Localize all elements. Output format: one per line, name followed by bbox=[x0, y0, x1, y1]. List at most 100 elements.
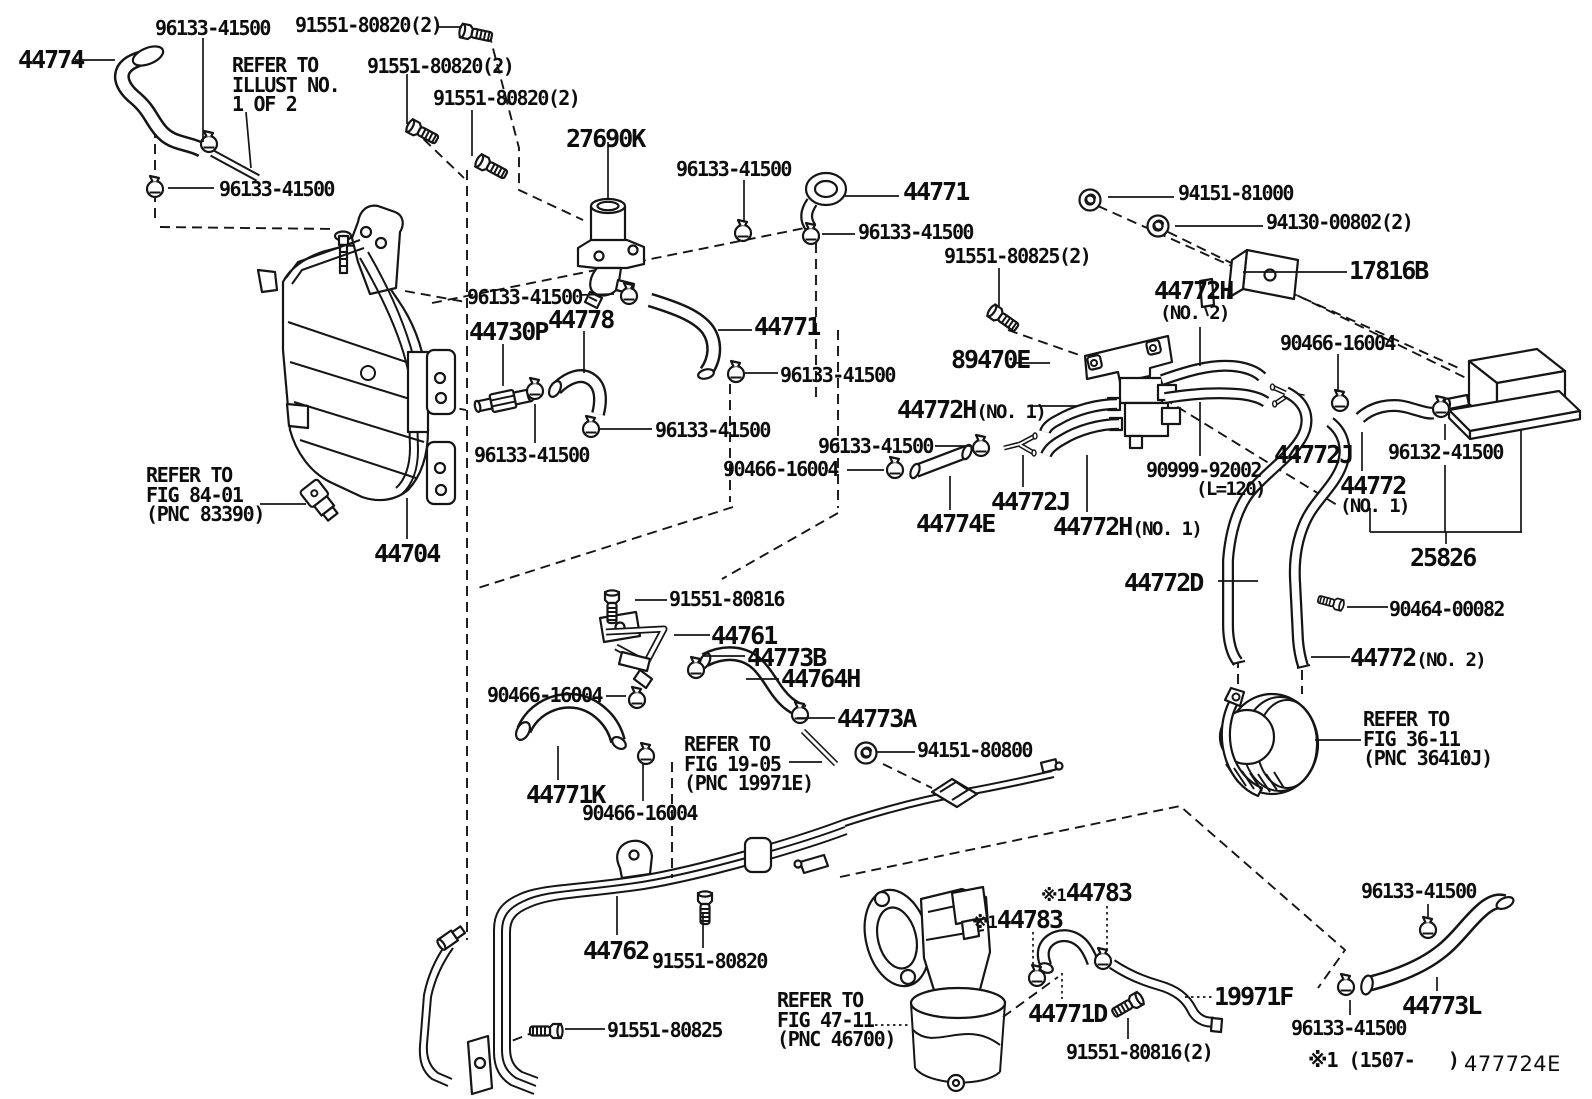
part-number-label: 44773B bbox=[747, 643, 827, 672]
pump-filter-assembly bbox=[863, 885, 1007, 1093]
part-number-label: 96133-41500 bbox=[818, 434, 934, 458]
label-text: (NO. 2) bbox=[1160, 302, 1230, 324]
label-text: 44730P bbox=[469, 317, 549, 346]
grommet-94151-81000 bbox=[1078, 188, 1102, 212]
hose-44772-no2 bbox=[1288, 417, 1351, 669]
part-number-label: 91551-80816 bbox=[669, 587, 785, 611]
label-text: 44773A bbox=[837, 704, 917, 733]
label-variant-suffix: (NO. 1) bbox=[1132, 518, 1202, 540]
grommet-94130-00802 bbox=[1146, 214, 1170, 238]
fitting-90464-00082 bbox=[1315, 592, 1346, 613]
label-text: REFER TO FIG 84-01 (PNC 83390) bbox=[146, 463, 265, 526]
part-number-label: 44772H(NO. 1) bbox=[897, 395, 1047, 424]
tube-assembly-44762 bbox=[418, 728, 1064, 1096]
hoses-44772h-no2 bbox=[1160, 359, 1270, 408]
part-number-label: 25826 bbox=[1410, 543, 1477, 572]
part-number-label: 96133-41500 bbox=[474, 443, 590, 467]
label-text: 44704 bbox=[374, 539, 441, 568]
label-text: 90466-16004 bbox=[723, 457, 839, 481]
part-number-label: 44774 bbox=[18, 45, 85, 74]
part-number-label: 94130-00802(2) bbox=[1266, 210, 1414, 234]
grommet-94151-80800 bbox=[854, 741, 878, 765]
label-text: 96133-41500 bbox=[858, 220, 974, 244]
part-number-label: 96133-41500 bbox=[655, 418, 771, 442]
part-number-label: 91551-80825 bbox=[607, 1018, 723, 1042]
reference-note: REFER TO ILLUST NO. 1 OF 2 bbox=[232, 55, 341, 115]
label-text: 91551-80820(2) bbox=[295, 13, 443, 37]
brake-booster bbox=[1218, 686, 1320, 798]
label-text: 44774E bbox=[916, 509, 996, 538]
label-text: 44771 bbox=[754, 312, 821, 341]
label-text: 477724E bbox=[1464, 1052, 1561, 1076]
part-number-label: ※144783 bbox=[1041, 878, 1133, 907]
reference-note: REFER TO FIG 84-01 (PNC 83390) bbox=[146, 463, 265, 526]
part-number-label: (NO. 1) bbox=[1340, 495, 1410, 517]
part-number-label: 19971F bbox=[1214, 982, 1294, 1011]
label-text: 27690K bbox=[566, 124, 646, 153]
label-text: 96132-41500 bbox=[1388, 440, 1504, 464]
label-text: 94151-81000 bbox=[1178, 181, 1294, 205]
part-number-label: 90466-16004 bbox=[582, 801, 698, 825]
part-number-label: 94151-80800 bbox=[917, 738, 1033, 762]
bolt-91551-80820 bbox=[457, 22, 495, 45]
drawing-number: 477724E bbox=[1464, 1052, 1561, 1076]
part-number-label: ※144783 bbox=[972, 905, 1064, 934]
part-number-label: 44772J bbox=[991, 487, 1071, 516]
label-text: 19971F bbox=[1214, 982, 1294, 1011]
label-text: (L=120) bbox=[1196, 478, 1266, 500]
part-number-label: 91551-80820(2) bbox=[367, 54, 515, 78]
label-text: 44772 bbox=[1350, 643, 1417, 672]
label-text: ※1 (1507- ) bbox=[1308, 1048, 1460, 1072]
pipe-bracket bbox=[930, 777, 979, 809]
label-text: REFER TO FIG 47-11 (PNC 46700) bbox=[777, 988, 896, 1051]
bolt-91551-80825 bbox=[984, 302, 1022, 335]
production-date-footnote: ※1 (1507- ) bbox=[1308, 1048, 1460, 1072]
label-text: 91551-80816 bbox=[669, 587, 785, 611]
hose-44774 bbox=[113, 45, 260, 182]
tube-44761-assembly bbox=[598, 610, 668, 690]
hose-44771-top bbox=[800, 171, 848, 232]
reference-note: REFER TO FIG 47-11 (PNC 46700) bbox=[777, 988, 896, 1051]
label-text: 44772H bbox=[1053, 512, 1133, 541]
part-number-label: 96133-41500 bbox=[1291, 1016, 1407, 1040]
label-text: 90466-16004 bbox=[582, 801, 698, 825]
label-text: 44773L bbox=[1402, 991, 1482, 1020]
dotted-leader-lines bbox=[875, 906, 1214, 1026]
label-text: 44764H bbox=[781, 664, 861, 693]
label-text: 90466-16004 bbox=[487, 683, 603, 707]
label-text: 91551-80820(2) bbox=[367, 54, 515, 78]
label-text: 90999-92002 bbox=[1146, 458, 1262, 482]
label-text: 91551-80816(2) bbox=[1066, 1040, 1214, 1064]
part-number-label: 91551-80816(2) bbox=[1066, 1040, 1214, 1064]
label-text: 44783 bbox=[1065, 878, 1133, 907]
label-text: 96133-41500 bbox=[818, 434, 934, 458]
hose-19971f bbox=[1108, 959, 1224, 1034]
reservoir-tank-44704 bbox=[256, 204, 457, 522]
footnote-marker: ※1 bbox=[972, 913, 998, 933]
vsv-bracket-89470e bbox=[1083, 334, 1174, 384]
pipe-clip bbox=[743, 836, 773, 874]
label-text: REFER TO FIG 36-11 (PNC 36410J) bbox=[1363, 707, 1493, 770]
label-text: 96133-41500 bbox=[655, 418, 771, 442]
part-number-label: 44773A bbox=[837, 704, 917, 733]
hose-44771k bbox=[514, 692, 627, 751]
label-text: 90466-16004 bbox=[1280, 331, 1396, 355]
label-text: 44778 bbox=[548, 305, 615, 334]
part-number-label: 96133-41500 bbox=[1361, 879, 1477, 903]
label-text: 91551-80825(2) bbox=[944, 244, 1092, 268]
part-number-label: 44772J bbox=[1274, 440, 1354, 469]
part-number-label: 44778 bbox=[548, 305, 615, 334]
label-text: 44773B bbox=[747, 643, 827, 672]
part-number-label: 96133-41500 bbox=[858, 220, 974, 244]
part-number-label: 96132-41500 bbox=[1388, 440, 1504, 464]
part-number-label: 17816B bbox=[1349, 256, 1429, 285]
label-text: 44771K bbox=[526, 780, 606, 809]
part-number-label: (NO. 2) bbox=[1160, 302, 1230, 324]
union-fitting-44730p bbox=[473, 388, 535, 414]
label-text: 90464-00082 bbox=[1389, 597, 1505, 621]
label-text: 94151-80800 bbox=[917, 738, 1033, 762]
label-text: 44771D bbox=[1028, 999, 1108, 1028]
part-number-label: 44771D bbox=[1028, 999, 1108, 1028]
part-number-label: 44761 bbox=[711, 621, 778, 650]
